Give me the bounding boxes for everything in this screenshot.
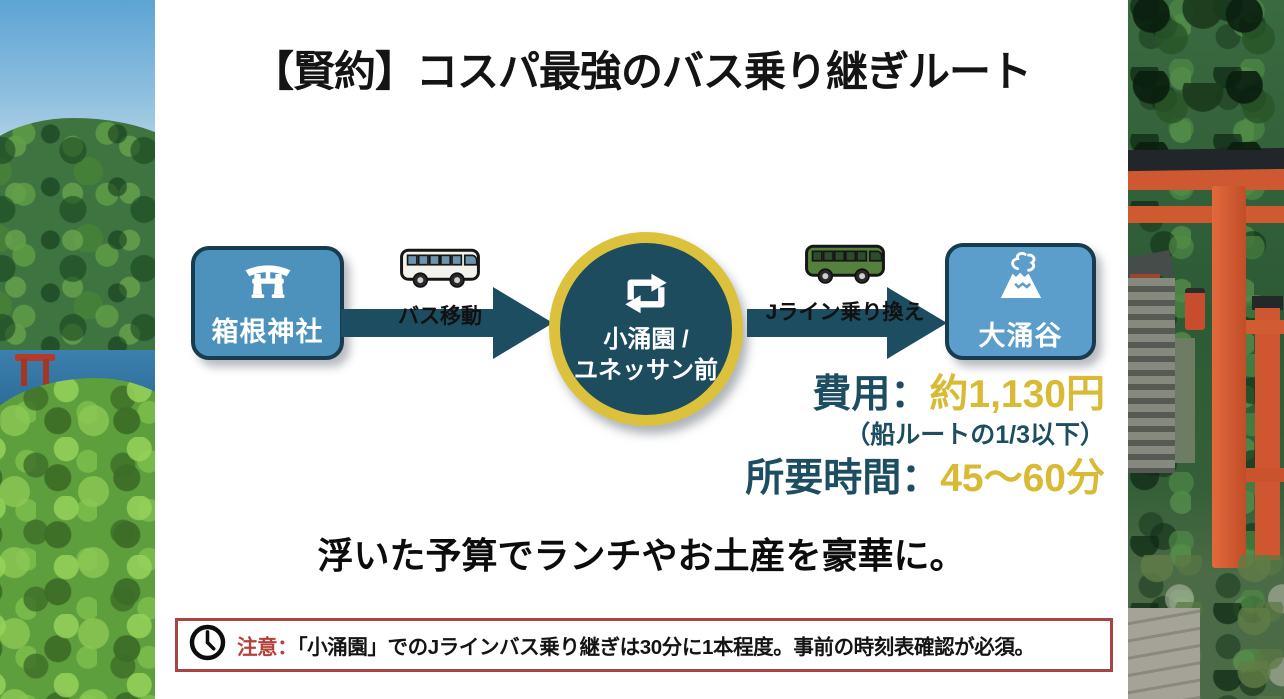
red-lantern bbox=[1185, 288, 1205, 330]
content-panel: 【賢約】コスパ最強のバス乗り継ぎルート 箱根神社 bbox=[155, 0, 1128, 699]
bus-icon bbox=[804, 240, 886, 295]
left-photo-hakone-lake bbox=[0, 0, 155, 699]
torii-kasagi-black-top bbox=[1128, 147, 1284, 172]
leg-jline-transfer: Jライン乗り換え bbox=[760, 240, 930, 326]
route-stats: 費用：約1,130円 （船ルートの1/3以下） 所要時間：45〜60分 bbox=[745, 372, 1105, 502]
leg-bus-move: バス移動 bbox=[370, 244, 510, 330]
support-post-cap bbox=[1252, 296, 1283, 310]
route-hub-kowakien: 小涌園 / ユネッサン前 bbox=[549, 232, 743, 426]
page-title: 【賢約】コスパ最強のバス乗り継ぎルート bbox=[251, 48, 1032, 95]
right-photo-torii-path bbox=[1128, 0, 1284, 699]
transfer-icon bbox=[617, 271, 675, 321]
notice-body: 「小涌園」でのJラインバス乗り継ぎは30分に1本程度。事前の時刻表確認が必須。 bbox=[297, 636, 1035, 659]
torii-nuki-beam bbox=[1128, 206, 1284, 223]
torii-main-pillar bbox=[1212, 186, 1246, 568]
clock-icon bbox=[188, 623, 227, 667]
stone-stairs bbox=[1128, 278, 1175, 473]
route-arrow-2 bbox=[747, 287, 947, 359]
notice-box: 注意：「小涌園」でのJラインバス乗り継ぎは30分に1本程度。事前の時刻表確認が必… bbox=[175, 618, 1113, 672]
cost-line: 費用：約1,130円 bbox=[745, 372, 1105, 418]
benefit-message: 浮いた予算でランチやお土産を豪華に。 bbox=[317, 535, 966, 576]
torii-lintel bbox=[1128, 169, 1284, 190]
lake-torii-gate bbox=[15, 354, 55, 386]
stone-path-slab bbox=[1128, 608, 1200, 699]
leg1-label: バス移動 bbox=[398, 305, 482, 328]
cost-label: 費用： bbox=[812, 373, 930, 416]
time-value: 45〜60分 bbox=[940, 457, 1105, 501]
torii-icon bbox=[244, 258, 292, 304]
torii-support-post bbox=[1255, 308, 1280, 560]
volcano-icon bbox=[994, 251, 1048, 308]
notice-prefix: 注意： bbox=[237, 636, 298, 659]
leg2-label: Jライン乗り換え bbox=[765, 301, 925, 324]
route-arrow-1 bbox=[341, 287, 553, 359]
start-node-label: 箱根神社 bbox=[211, 316, 324, 347]
time-label: 所要時間： bbox=[745, 457, 941, 501]
overhanging-leaves bbox=[1128, 0, 1284, 150]
end-node-label: 大涌谷 bbox=[978, 320, 1063, 351]
route-node-hakone-shrine: 箱根神社 bbox=[191, 246, 344, 360]
cost-value: 約1,130円 bbox=[929, 373, 1105, 416]
route-node-owakudani: 大涌谷 bbox=[945, 243, 1096, 360]
notice-text: 注意：「小涌園」でのJラインバス乗り継ぎは30分に1本程度。事前の時刻表確認が必… bbox=[237, 630, 1035, 660]
bus-icon bbox=[399, 244, 481, 299]
stone-pillar bbox=[1175, 338, 1195, 463]
cost-note: （船ルートの1/3以下） bbox=[845, 421, 1105, 450]
hub-label-line1: 小涌園 / bbox=[603, 326, 689, 354]
foreground-trees bbox=[0, 378, 155, 699]
time-line: 所要時間：45〜60分 bbox=[745, 456, 1105, 502]
hub-label-line2: ユネッサン前 bbox=[574, 357, 718, 384]
